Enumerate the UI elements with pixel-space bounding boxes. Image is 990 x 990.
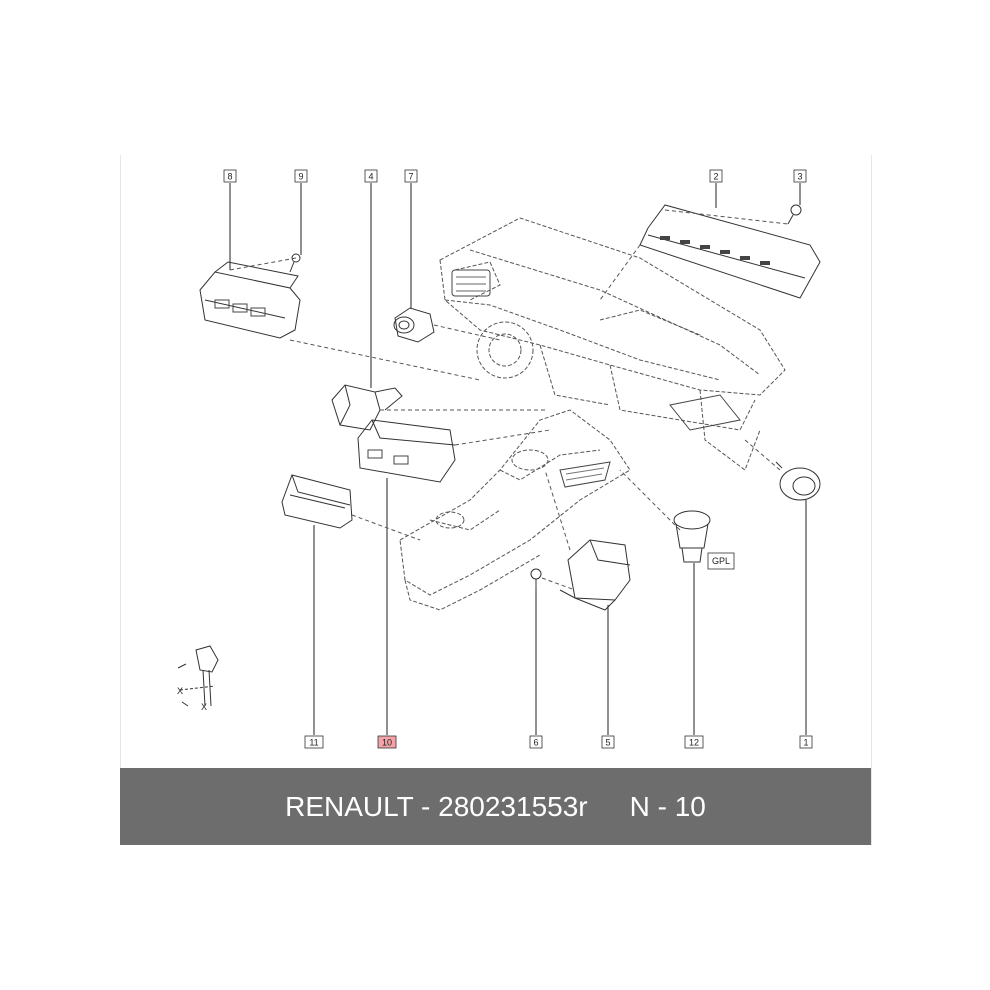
reference-text: N - 10 [629,790,706,822]
callout-1: 1 [799,735,813,749]
callout-label: 12 [689,738,699,748]
callout-label: 8 [227,172,232,182]
callout-box [364,169,378,183]
callout-9: 9 [294,169,308,183]
part-5-selector [559,539,631,611]
callout-label: 6 [533,738,538,748]
part-6-screw [530,568,542,590]
part-8-switch-panel [199,261,301,339]
callout-box [684,735,704,749]
part-9-screw [289,253,301,273]
torque-symbol [177,645,219,707]
center-console [399,409,631,611]
callout-3: 3 [793,169,807,183]
console-vent [559,461,611,488]
callout-box [377,735,397,749]
part-1-socket [775,461,821,501]
part-number-text: RENAULT - 280231553r [285,790,588,822]
callout-label: 5 [605,738,610,748]
callout-box [601,735,615,749]
dashboard-assembly [439,217,786,471]
callout-box [304,735,324,749]
part-7-socket [393,307,435,343]
dashboard-vent-right [669,394,741,431]
callout-box [529,735,543,749]
callout-box [294,169,308,183]
assembly-lines [229,209,789,591]
callout-label: 1 [803,738,808,748]
callout-box [223,169,237,183]
callout-label: 4 [368,172,373,182]
gpl-label-box: GPL [707,552,735,570]
leader-lines [229,183,807,735]
torque-x-label-2: X [201,702,207,712]
callout-label: 10 [382,738,392,748]
part-11-tray [281,474,353,529]
callout-label: 3 [797,172,802,182]
callout-8: 8 [223,169,237,183]
callout-4: 4 [364,169,378,183]
callout-7: 7 [404,169,418,183]
callout-box [799,735,813,749]
gpl-label: GPL [712,556,730,566]
callout-10: 10 [377,735,397,749]
part-10-usb-module [357,419,456,483]
torque-x-label-1: X [177,686,183,696]
callout-5: 5 [601,735,615,749]
callout-6: 6 [529,735,543,749]
callout-box [709,169,723,183]
dashboard-vent-left [451,269,491,297]
callout-2: 2 [709,169,723,183]
callout-11: 11 [304,735,324,749]
callout-box [793,169,807,183]
callout-12: 12 [684,735,704,749]
part-12-gpl-switch [673,510,711,563]
callout-label: 9 [298,172,303,182]
callout-label: 11 [309,738,318,748]
diagram-sheet [120,155,872,845]
footer-banner: RENAULT - 280231553r N - 10 [120,768,871,845]
part-3-screw [787,204,802,225]
part-4-switch [331,384,403,431]
callout-box [404,169,418,183]
callout-label: 2 [713,172,718,182]
part-2-switch-strip [639,204,821,299]
callout-label: 7 [408,172,413,182]
